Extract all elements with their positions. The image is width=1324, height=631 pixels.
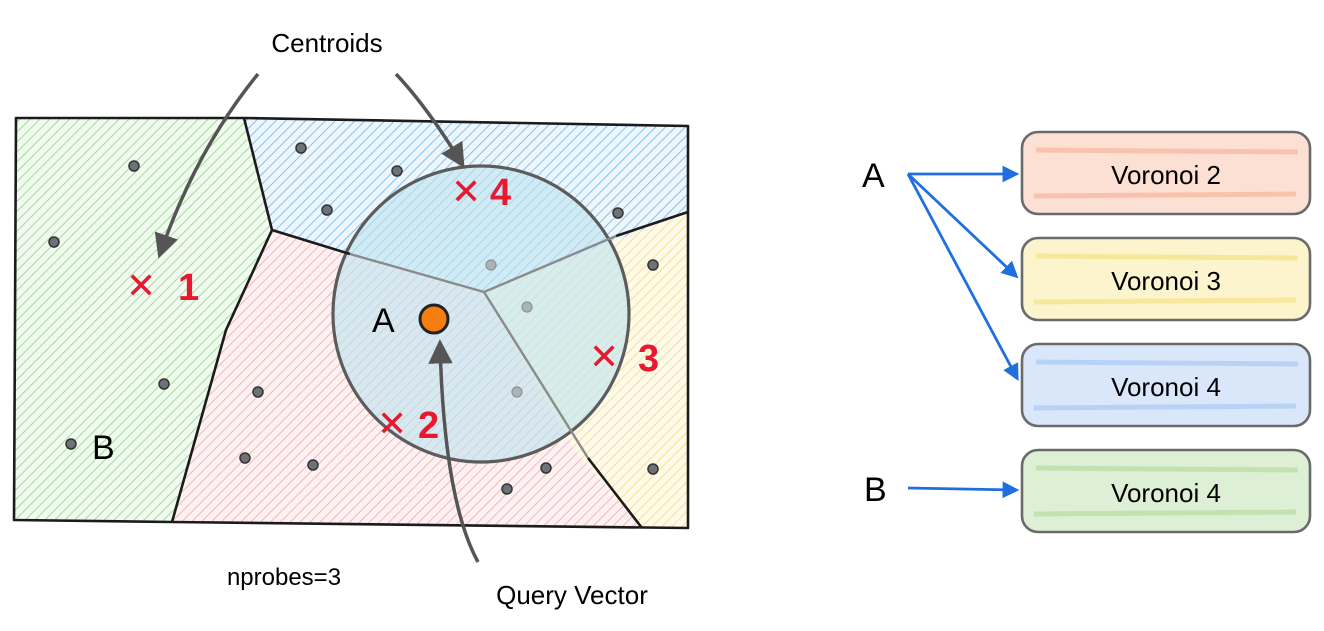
nprobes-label: nprobes=3 bbox=[227, 564, 341, 591]
boundary-blue-yellow bbox=[615, 210, 689, 238]
centroid-mark: ✕ bbox=[451, 171, 481, 212]
arrow-a-to-voronoi-3 bbox=[907, 172, 1019, 279]
boundary-red-yellow bbox=[586, 457, 644, 529]
centroids-arrow-right bbox=[394, 72, 465, 169]
data-point bbox=[65, 438, 77, 450]
centroid-2: ✕ 2 bbox=[377, 403, 439, 447]
query-vector-arrow bbox=[428, 339, 480, 563]
voronoi-box-stripe bbox=[1035, 253, 1299, 261]
voronoi-box-stripe bbox=[1035, 359, 1299, 367]
voronoi-box-stripe bbox=[1033, 191, 1297, 199]
data-point bbox=[612, 207, 624, 219]
voronoi-box-stripe bbox=[1033, 509, 1297, 517]
voronoi-box-stripe bbox=[1035, 465, 1299, 473]
voronoi-list: Voronoi 2 Voronoi 3 Voronoi 4 Voronoi 4 bbox=[1020, 130, 1312, 534]
data-point bbox=[501, 483, 513, 495]
data-point bbox=[158, 378, 170, 390]
centroids-label: Centroids bbox=[271, 28, 382, 58]
point-b-label: B bbox=[92, 429, 115, 467]
query-point-marker bbox=[418, 303, 450, 335]
data-point bbox=[485, 259, 497, 271]
mapping-b-label: B bbox=[864, 471, 887, 509]
voronoi-box: Voronoi 3 bbox=[1020, 236, 1312, 322]
mapping-arrows bbox=[906, 165, 1020, 499]
centroid-mark: ✕ bbox=[126, 265, 156, 306]
arrow-a-to-voronoi-4 bbox=[906, 173, 1019, 381]
centroid-1: ✕ 1 bbox=[126, 265, 199, 309]
boundary-green-left bbox=[170, 117, 274, 523]
centroids-arrow-left bbox=[154, 72, 260, 259]
data-point bbox=[391, 165, 403, 177]
region-green bbox=[14, 118, 272, 522]
voronoi-box-label: Voronoi 3 bbox=[1111, 266, 1221, 296]
query-vector-label: Query Vector bbox=[496, 580, 648, 610]
inner-boundary-lower bbox=[482, 291, 590, 459]
voronoi-box: Voronoi 4 bbox=[1020, 448, 1312, 534]
centroid-number: 4 bbox=[490, 172, 511, 214]
data-point bbox=[307, 459, 319, 471]
data-point bbox=[321, 204, 333, 216]
voronoi-box-label: Voronoi 2 bbox=[1111, 160, 1221, 190]
mapping-a-label: A bbox=[862, 157, 885, 195]
centroid-mark: ✕ bbox=[377, 403, 407, 444]
data-point bbox=[295, 142, 307, 154]
region-boundaries bbox=[12, 116, 690, 530]
data-point bbox=[647, 463, 659, 475]
voronoi-box-stripe bbox=[1033, 297, 1297, 305]
data-point bbox=[521, 301, 533, 313]
centroid-number: 2 bbox=[418, 405, 439, 447]
voronoi-box-label: Voronoi 4 bbox=[1111, 478, 1221, 508]
data-point bbox=[511, 386, 523, 398]
probe-circle bbox=[331, 164, 631, 464]
data-point bbox=[647, 259, 659, 271]
centroid-4: ✕ 4 bbox=[451, 171, 511, 214]
data-point bbox=[128, 160, 140, 172]
voronoi-box: Voronoi 4 bbox=[1020, 342, 1312, 428]
voronoi-box-stripe bbox=[1033, 403, 1297, 411]
data-point bbox=[239, 452, 251, 464]
query-point-label: A bbox=[372, 302, 395, 340]
voronoi-box-stripe bbox=[1035, 147, 1299, 155]
voronoi-box: Voronoi 2 bbox=[1020, 130, 1312, 216]
voronoi-box-label: Voronoi 4 bbox=[1111, 372, 1221, 402]
boundary-blue-red bbox=[271, 228, 351, 256]
data-points bbox=[48, 142, 659, 495]
centroid-3: ✕ 3 bbox=[589, 336, 659, 380]
centroid-number: 3 bbox=[638, 338, 659, 380]
data-point bbox=[252, 386, 264, 398]
data-point bbox=[540, 462, 552, 474]
data-point bbox=[48, 236, 60, 248]
centroid-mark: ✕ bbox=[589, 336, 619, 377]
arrow-b-to-voronoi-4 bbox=[907, 481, 1020, 499]
centroid-number: 1 bbox=[178, 267, 199, 309]
